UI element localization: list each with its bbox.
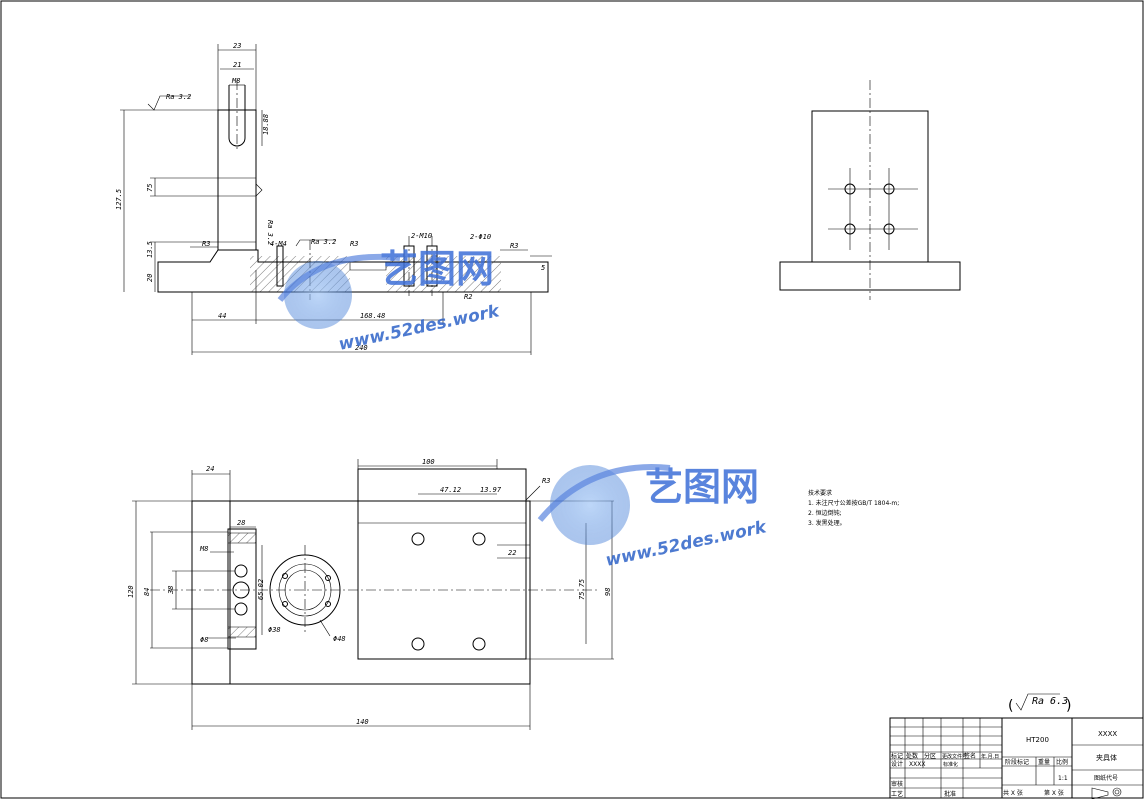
tb-h-count: 处数 [906, 752, 918, 760]
dim-47-12: 47.12 [440, 486, 461, 494]
tb-h-date: 年.月.日 [981, 753, 999, 760]
notes-line-2: 2. 恒边倒钝; [808, 510, 842, 517]
dim-168-48: 168.48 [360, 312, 385, 320]
dim-24: 24 [206, 465, 214, 473]
watermark-url-2: www.52des.work [604, 517, 770, 571]
top-view: 24 100 47.12 13.97 R3 28 M8 120 84 38 65… [127, 458, 614, 730]
notes-title: 技术要求 [808, 490, 833, 497]
ra-3-2-mid: Ra 3.2 [311, 238, 336, 246]
ra-3-2-side: Ra 3.2 [266, 220, 274, 245]
tb-r-design: 设计 [891, 760, 903, 768]
label-r3-b: R3 [350, 240, 358, 248]
label-4-m4: 4-M4 [270, 240, 287, 248]
tb-designer: XXXX [909, 761, 925, 768]
dim-127-5: 127.5 [115, 189, 123, 210]
dim-84: 84 [143, 588, 151, 596]
watermark-url-1: www.52des.work [337, 301, 503, 355]
dim-13-5: 13.5 [146, 241, 154, 258]
dim-65-02: 65.02 [257, 579, 265, 600]
dim-21: 21 [233, 61, 241, 69]
side-view [779, 80, 961, 300]
dim-44: 44 [218, 312, 226, 320]
tb-r-approve: 批准 [944, 790, 956, 798]
dim-23: 23 [233, 42, 241, 50]
tb-h-zone: 分区 [924, 752, 936, 760]
dim-100: 100 [422, 458, 435, 466]
svg-text:(: ( [1008, 698, 1013, 714]
dim-20: 20 [146, 274, 154, 282]
projection-symbol [1091, 787, 1122, 799]
tb-scale: 1:1 [1058, 775, 1068, 782]
dim-120: 120 [127, 585, 135, 598]
notes-line-3: 3. 发黑处理。 [808, 520, 846, 527]
ra-3-2-top: Ra 3.2 [166, 93, 191, 101]
dim-13-97: 13.97 [480, 486, 502, 494]
tb-r-check: 审核 [891, 780, 903, 788]
dim-overall-width: 140 [356, 718, 369, 726]
watermark-brand-1: 艺图网 [380, 247, 494, 291]
tb-h-ratio: 比例 [1056, 758, 1068, 766]
dim-5: 5 [541, 264, 545, 272]
title-block: 标记 处数 分区 更改文件号 签名 年.月.日 设计 XXXX 标准化 审核 工… [889, 717, 1144, 799]
dim-phi48: Φ48 [333, 635, 346, 643]
label-2-phi10: 2-Φ10 [470, 233, 491, 241]
dim-m8: M8 [231, 77, 240, 85]
dim-22: 22 [508, 549, 516, 557]
label-r3-c: R3 [510, 242, 518, 250]
dim-75-75: 75.75 [578, 579, 586, 600]
tb-r-std: 标准化 [943, 761, 958, 768]
dim-28: 28 [237, 519, 245, 527]
tb-h-weight: 重量 [1038, 758, 1050, 766]
roughness-symbol: ( ) Ra 6.3 [1008, 693, 1071, 714]
dim-phi8: Φ8 [200, 636, 208, 644]
ra-6-3: Ra 6.3 [1032, 696, 1068, 707]
tb-r-process: 工艺 [891, 790, 903, 798]
label-r3-d: R3 [542, 477, 550, 485]
dim-98: 98 [604, 588, 612, 596]
dim-240: 240 [355, 344, 368, 352]
label-r2: R2 [464, 293, 472, 301]
tb-company: XXXX [1098, 730, 1117, 738]
dim-m8b: M8 [199, 545, 208, 553]
tb-material: HT200 [1026, 736, 1049, 744]
dim-phi38: Φ38 [268, 626, 281, 634]
tb-part-name: 夹具体 [1096, 753, 1117, 762]
dim-18-88: 18.88 [262, 114, 270, 135]
tb-drawing-no: 图纸代号 [1094, 774, 1118, 782]
watermark-2: 艺图网 www.52des.work [537, 464, 770, 571]
tb-h-stage: 阶段标记 [1005, 758, 1029, 766]
tb-sheet-no: 第 X 张 [1044, 789, 1064, 797]
tb-h-doc: 更改文件号 [942, 753, 967, 760]
tb-sheets-total: 共 X 张 [1003, 789, 1023, 797]
svg-text:): ) [1066, 698, 1071, 714]
label-r3-a: R3 [202, 240, 210, 248]
dim-75: 75 [146, 184, 154, 192]
technical-notes: 技术要求 1. 未注尺寸公差按GB/T 1804-m; 2. 恒边倒钝; 3. … [808, 489, 899, 529]
watermark-brand-2: 艺图网 [645, 465, 759, 509]
notes-line-1: 1. 未注尺寸公差按GB/T 1804-m; [808, 500, 900, 507]
label-2-m10: 2-M10 [411, 232, 432, 240]
tb-h-sign: 签名 [964, 752, 976, 760]
tb-h-marks: 标记 [891, 752, 903, 760]
dim-38: 38 [167, 586, 175, 595]
